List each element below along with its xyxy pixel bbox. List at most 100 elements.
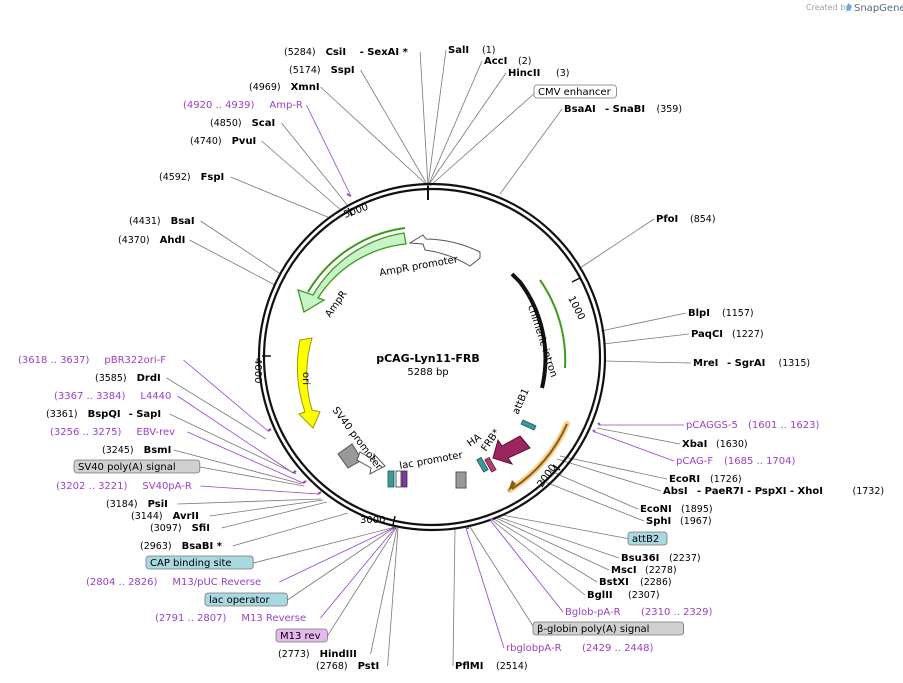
primer-label-sv40pa-r[interactable]: (3202 .. 3221)SV40pA-R	[56, 481, 192, 492]
site-label-pfoi[interactable]: (854)PfoI	[656, 214, 716, 225]
name-blpi: BlpI	[688, 308, 710, 319]
position-pfoi: (854)	[690, 214, 716, 225]
m13-rev-box[interactable]	[401, 470, 408, 488]
site-label-paqci[interactable]: (1227)PaqCI	[691, 329, 764, 340]
chimeric-intron-bar[interactable]	[510, 272, 548, 389]
site-label-hincii[interactable]: (3)HincII	[508, 68, 569, 79]
feature-label-sv40-poly-a-signal[interactable]: SV40 poly(A) signal	[73, 459, 201, 474]
lac-operator-box[interactable]	[395, 470, 402, 488]
leader-line-xbai	[596, 427, 681, 445]
site-label-blpi[interactable]: (1157)BlpI	[688, 308, 754, 319]
site-label-bglii[interactable]: (2307)BglII	[587, 590, 660, 601]
leader-line-econi	[547, 469, 639, 510]
feature-label-cap-binding-site[interactable]: CAP binding site	[145, 555, 254, 570]
lac-promoter-box[interactable]	[455, 471, 467, 489]
leader-line-paqci	[602, 333, 690, 345]
ha-box[interactable]	[476, 456, 489, 473]
primer-label-ebv-rev[interactable]: (3256 .. 3275)EBV-rev	[50, 427, 175, 438]
site-label-bspqi[interactable]: (3361)BspQI- SapI	[46, 409, 161, 420]
intron-green-bar	[539, 279, 567, 369]
primer-label-pcaggs-5[interactable]: (1601 .. 1623)pCAGGS-5	[686, 420, 820, 431]
primer-label-pcag-f[interactable]: (1685 .. 1704)pCAG-F	[676, 456, 796, 467]
primer-label-bglob-pa-r[interactable]: (2310 .. 2329)Bglob-pA-R	[565, 607, 713, 618]
site-label-sali[interactable]: (1)SalI	[448, 45, 495, 56]
site-label-xbai[interactable]: (1630)XbaI	[682, 439, 748, 450]
site-label-absi[interactable]: (1732)AbsI- PaeR7I - PspXI - XhoI	[663, 486, 884, 497]
position-ticks	[262, 207, 581, 526]
primer-tick-pcag-f	[592, 429, 596, 433]
leader-line-ecori	[559, 455, 668, 480]
primer-label-amp-r[interactable]: (4920 .. 4939)Amp-R	[183, 100, 303, 111]
feature-badge-lac-operator	[204, 592, 288, 607]
primer-tick-pbr322ori-f	[267, 428, 272, 432]
position-psti: (2768)	[316, 661, 348, 672]
primer-label-m13-reverse[interactable]: (2791 .. 2807)M13 Reverse	[155, 613, 306, 624]
site-label-bsai[interactable]: (4431)BsaI	[129, 216, 195, 227]
position-mrei: (1315)	[779, 358, 811, 369]
ori-arrow[interactable]	[296, 337, 321, 429]
ampr-arrow[interactable]	[297, 232, 407, 313]
site-label-bsaai[interactable]: (359)BsaAI- SnaBI	[564, 104, 682, 115]
feature-name-attb2: attB2	[632, 534, 659, 545]
site-label-avrii[interactable]: (3144)AvrII	[131, 511, 199, 522]
frb-arrow[interactable]	[492, 435, 531, 465]
position-psii: (3184)	[106, 499, 138, 510]
site-label-fspi[interactable]: (4592)FspI	[159, 172, 224, 183]
site-label-mrei[interactable]: (1315)MreI- SgrAI	[693, 358, 810, 369]
site-label-bsmi[interactable]: (3245)BsmI	[102, 445, 171, 456]
site-label-bstxi[interactable]: (2286)BstXI	[599, 577, 672, 588]
site-label-psti[interactable]: (2768)PstI	[316, 661, 379, 672]
site-label-ecori[interactable]: (1726)EcoRI	[669, 474, 742, 485]
snapgene-logo-icon	[846, 3, 852, 11]
tick-label-1000: 1000	[565, 294, 586, 322]
site-label-pflmi[interactable]: (2514)PflMI	[455, 661, 528, 672]
feature-label-attb2[interactable]: attB2	[627, 531, 668, 546]
attb1-box[interactable]	[520, 419, 537, 431]
site-label-pvui[interactable]: (4740)PvuI	[190, 136, 256, 147]
frb-small-box[interactable]	[484, 456, 497, 473]
primer-ticks	[267, 193, 601, 529]
ampr-promoter-arrow[interactable]	[408, 234, 481, 267]
site-label-psii[interactable]: (3184)PsiI	[106, 499, 168, 510]
extra-bspqi: - SapI	[129, 409, 161, 420]
name-sfii: SfiI	[192, 523, 210, 534]
site-label-bsabi[interactable]: (2963)BsaBI *	[140, 541, 223, 552]
site-label-bsu36i[interactable]: (2237)Bsu36I	[621, 553, 701, 564]
position-sphi: (1967)	[680, 516, 712, 527]
site-label-csii[interactable]: (5284)CsiI- SexAI *	[284, 47, 409, 58]
name-l4440: L4440	[140, 391, 171, 402]
site-label-drdi[interactable]: (3585)DrdI	[95, 373, 161, 384]
primer-label-pbr322ori-f[interactable]: (3618 .. 3637)pBR322ori-F	[18, 355, 166, 366]
feature-name-cmv-enhancer: CMV enhancer	[538, 87, 612, 98]
primer-label-rbglobpa-r[interactable]: (2429 .. 2448)rbglobpA-R	[506, 643, 654, 654]
position-pcag-f: (1685 .. 1704)	[724, 456, 796, 467]
cap-binding-site-box[interactable]	[387, 470, 395, 488]
site-label-sfii[interactable]: (3097)SfiI	[150, 523, 210, 534]
position-m13-reverse: (2791 .. 2807)	[155, 613, 227, 624]
site-label-acci[interactable]: (2)AccI	[484, 56, 531, 67]
site-label-ahdi[interactable]: (4370)AhdI	[118, 235, 185, 246]
site-label-scai[interactable]: (4850)ScaI	[210, 118, 275, 129]
leader-line-lac-operator	[287, 527, 395, 601]
site-label-msci[interactable]: (2278)MscI	[611, 565, 677, 576]
feature-label-globin-poly-a-signal[interactable]: β-globin poly(A) signal	[532, 621, 685, 636]
feature-label-m13-rev[interactable]: M13 rev	[275, 628, 328, 643]
feature-label-lac-operator[interactable]: lac operator	[204, 592, 288, 607]
tick-5000	[347, 207, 353, 217]
site-label-xmni[interactable]: (4969)XmnI	[249, 82, 320, 93]
leader-line-pflmi	[452, 527, 456, 667]
leader-line-attb2	[501, 514, 631, 540]
site-label-sphi[interactable]: (1967)SphI	[646, 516, 712, 527]
orange-arrow-head	[508, 480, 516, 492]
name-ebv-rev: EBV-rev	[136, 427, 175, 438]
leader-line-msci	[495, 517, 610, 571]
sv40-promoter-arrow[interactable]	[356, 451, 386, 475]
leader-line-mrei	[603, 360, 692, 364]
position-amp-r: (4920 .. 4939)	[183, 100, 255, 111]
primer-label-l4440[interactable]: (3367 .. 3384)L4440	[54, 391, 171, 402]
feature-label-cmv-enhancer[interactable]: CMV enhancer	[533, 84, 617, 99]
primer-label-m13-puc-reverse[interactable]: (2804 .. 2826)M13/pUC Reverse	[86, 577, 261, 588]
site-label-econi[interactable]: (1895)EcoNI	[640, 504, 713, 515]
site-label-hindiii[interactable]: (2773)HindIII	[278, 649, 357, 660]
site-label-sspi[interactable]: (5174)SspI	[289, 65, 355, 76]
